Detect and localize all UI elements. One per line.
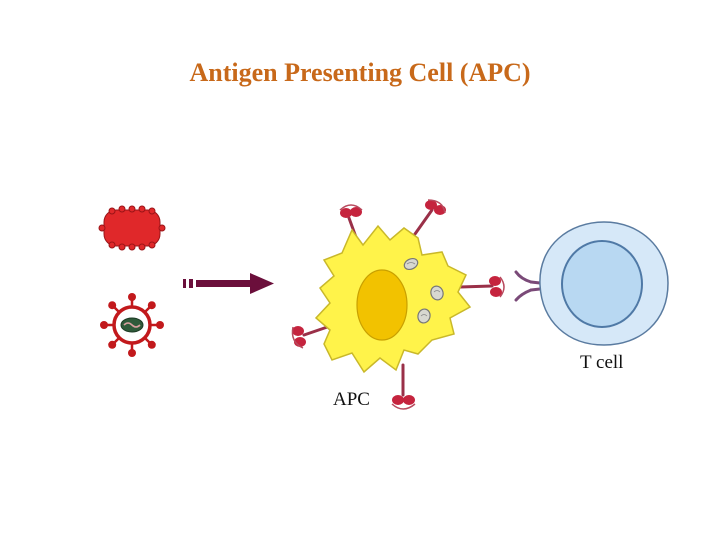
apc-label: APC <box>333 389 370 410</box>
tcell-receptor <box>514 270 542 302</box>
slide-title: Antigen Presenting Cell (APC) <box>189 58 531 87</box>
apc-nucleus <box>356 269 408 341</box>
bacterium-icon <box>98 205 166 251</box>
arrow-icon <box>183 273 274 294</box>
apc-vesicles <box>403 257 444 324</box>
virus-icon <box>100 293 164 357</box>
tcell-nucleus <box>561 240 643 328</box>
tcell-label: T cell <box>580 352 623 373</box>
